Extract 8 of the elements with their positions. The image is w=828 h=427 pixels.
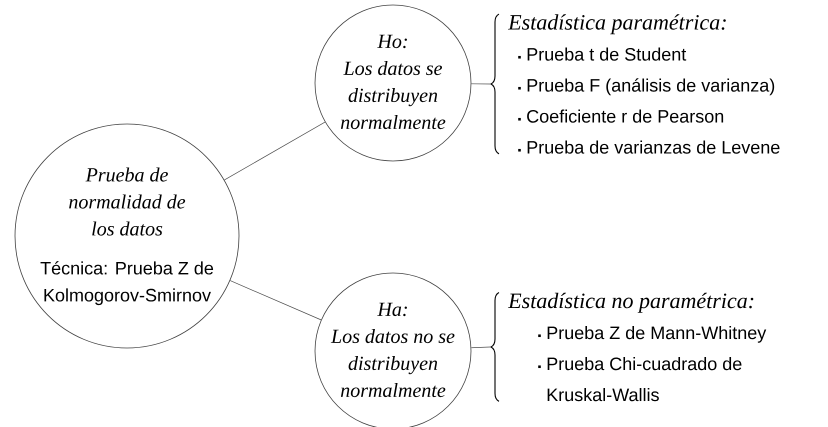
connector-line xyxy=(470,346,490,348)
bracketed-list: Estadística paramétrica: Prueba t de Student Prueba F (análisis de varianza) Coeficiente r de Pearson Prueba de varianzas de Levene xyxy=(490,14,780,154)
circle-node: Ho: Los datos se distribuyen normalmente xyxy=(314,4,472,162)
connector-line xyxy=(224,122,326,180)
connector-line xyxy=(230,280,322,320)
bracketed-list: Estadística no paramétrica: Prueba Z de Mann-Whitney Prueba Chi-cuadrado de Kruskal-Wallis xyxy=(490,292,766,402)
circle-node: Prueba de normalidad de los datos Técnica: Prueba Z de Kolmogorov-Smirnov xyxy=(14,124,240,348)
connector-line xyxy=(471,83,490,84)
